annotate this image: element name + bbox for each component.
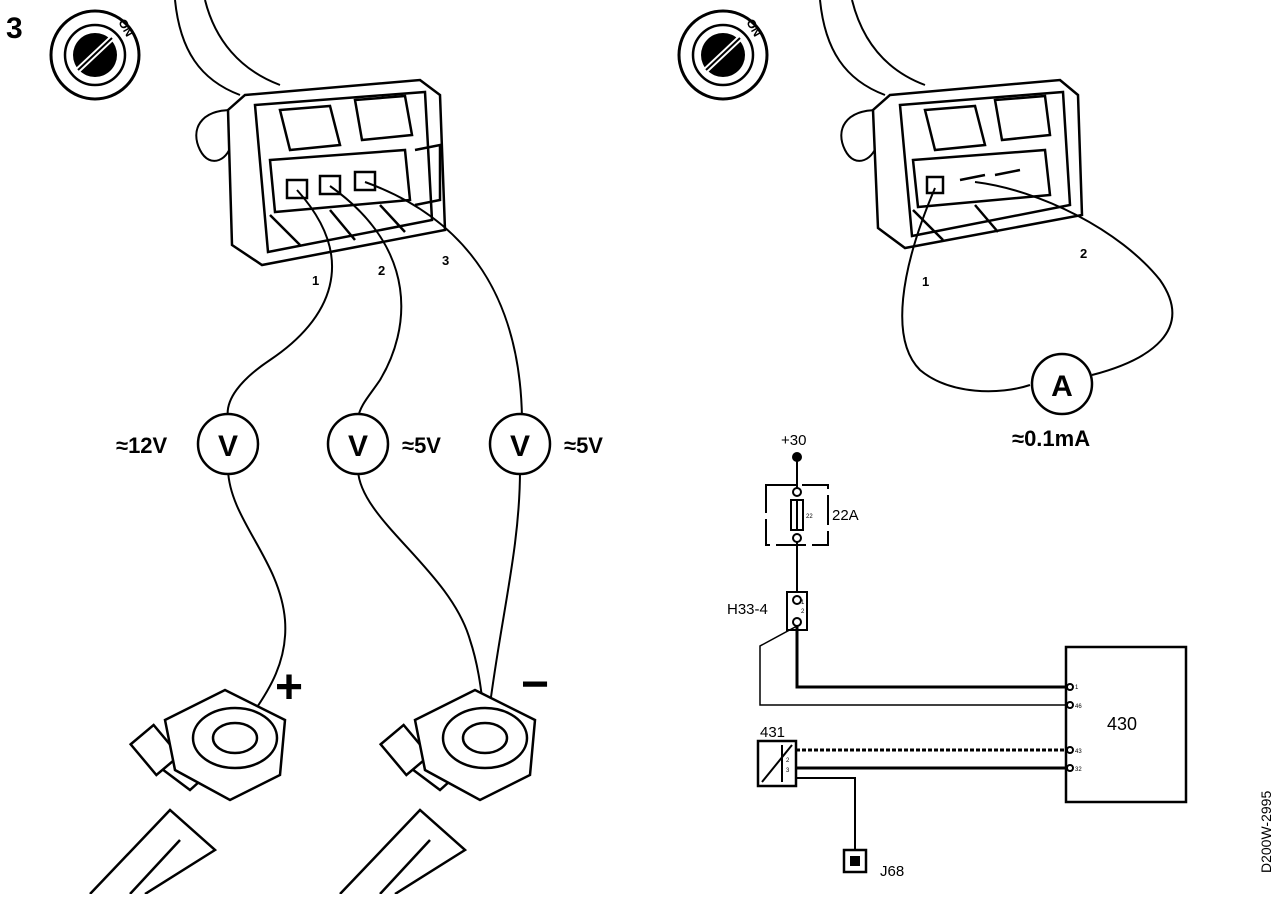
voltmeter-3: V: [488, 412, 552, 476]
step-number: 3: [6, 12, 23, 45]
reference-code: D200W-2995: [1258, 791, 1274, 873]
sensor-label: 431: [760, 724, 785, 741]
harness-cable-right: [819, 0, 926, 162]
voltmeter-1: V: [196, 412, 260, 476]
ammeter: A: [1030, 352, 1094, 416]
fuse-rating-label: 22A: [832, 507, 859, 524]
terminal-positive-sign: +: [275, 661, 303, 714]
voltmeter-2-symbol: V: [348, 430, 368, 463]
ground-label: J68: [880, 863, 904, 880]
pin-label-1: 1: [312, 273, 319, 288]
pin-label-right-2: 2: [1080, 246, 1087, 261]
schematic: [756, 452, 1188, 874]
connector-label: H33-4: [727, 601, 768, 618]
voltmeter-2: V: [326, 412, 390, 476]
ecu-pin-46: 46: [1075, 704, 1082, 710]
supply-label: +30: [781, 432, 806, 449]
ignition-key-icon-right: ON: [677, 9, 769, 101]
ammeter-symbol: A: [1051, 370, 1073, 403]
voltmeter-2-reading: ≈5V: [402, 433, 441, 458]
terminal-negative-sign: −: [521, 658, 549, 711]
ecu-pin-32: 32: [1075, 767, 1082, 773]
voltmeter-3-symbol: V: [510, 430, 530, 463]
fuse-mark-label: 22: [806, 514, 813, 520]
ecu-pin-43: 43: [1075, 749, 1082, 755]
ammeter-leads: [901, 181, 1174, 393]
pin-label-3: 3: [442, 253, 449, 268]
probe-plug-negative: [339, 688, 537, 896]
pin-label-right-1: 1: [922, 274, 929, 289]
ecu-label: 430: [1107, 714, 1137, 734]
sensor-connector: [226, 78, 447, 267]
probe-leads: [226, 181, 523, 721]
pin-label-2: 2: [378, 263, 385, 278]
ignition-key-icon: ON: [49, 9, 141, 101]
harness-cable: [174, 0, 281, 162]
sensor-pin-2: 2: [786, 758, 790, 764]
connector-pin-2: 2: [801, 609, 805, 615]
voltmeter-1-reading: ≈12V: [116, 433, 168, 458]
probe-plug-positive: [89, 688, 287, 896]
voltmeter-3-reading: ≈5V: [564, 433, 603, 458]
ammeter-reading: ≈0.1mA: [1012, 426, 1090, 451]
connector-pin-1: 1: [801, 600, 805, 606]
sensor-connector-right: [871, 78, 1084, 250]
ecu-pin-1: 1: [1075, 685, 1079, 691]
voltmeter-1-symbol: V: [218, 430, 238, 463]
sensor-pin-3: 3: [786, 768, 790, 774]
